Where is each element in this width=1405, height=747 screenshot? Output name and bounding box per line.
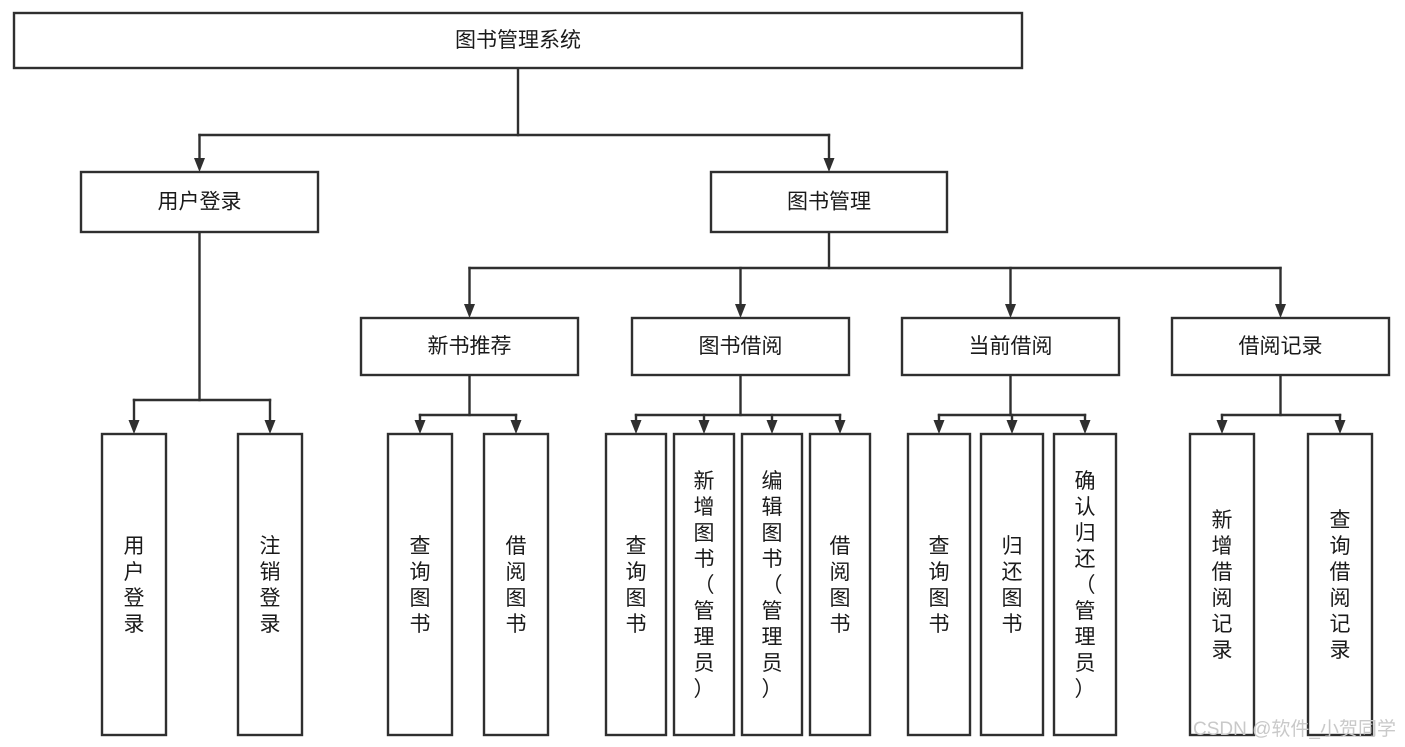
node-book-management-box[interactable] [709,170,949,234]
node-leaf-borrow-book[interactable]: 借阅图书 [808,432,872,737]
node-leaf-query-book-current[interactable]: 查询图书 [906,432,972,737]
arrow-head-icon [264,420,276,434]
node-leaf-confirm-return-label: 确认归还（管理员） [1075,470,1096,701]
node-leaf-return-book[interactable]: 归还图书 [979,432,1045,737]
arrow-head-icon [1334,420,1346,434]
node-leaf-query-book-borrow-label: 查询图书 [626,535,647,636]
node-book-management[interactable]: 图书管理 [709,170,949,234]
node-leaf-edit-book-label: 编辑图书（管理员） [762,470,783,701]
arrow-head-icon [1005,304,1016,318]
node-new-book-recommend[interactable]: 新书推荐 [359,316,580,377]
arrow-head-icon [933,420,945,434]
arrow-head-icon [1275,304,1286,318]
node-leaf-add-book[interactable]: 新增图书（管理员） [672,432,736,737]
node-current-borrow-box[interactable] [900,316,1121,377]
node-leaf-query-book-recommend-box[interactable] [386,432,454,737]
node-leaf-query-book-recommend[interactable]: 查询图书 [386,432,454,737]
csdn-watermark: CSDN @软件_小贺同学 [1193,718,1396,740]
node-root-box[interactable] [12,11,1024,70]
arrow-head-icon [630,420,642,434]
node-new-book-recommend-box[interactable] [359,316,580,377]
node-leaf-edit-book-box[interactable] [740,432,804,737]
node-leaf-borrow-book-recommend-box[interactable] [482,432,550,737]
node-leaf-query-book-current-label: 查询图书 [929,535,950,636]
arrow-head-icon [834,420,846,434]
node-leaf-query-borrow-record[interactable]: 查询借阅记录 [1306,432,1374,737]
node-user-login[interactable]: 用户登录 [79,170,320,234]
node-user-login-box[interactable] [79,170,320,234]
node-leaf-logout-box[interactable] [236,432,304,737]
node-leaf-add-borrow-record-box[interactable] [1188,432,1256,737]
node-new-book-recommend-label: 新书推荐 [428,335,512,358]
node-leaf-borrow-book-recommend[interactable]: 借阅图书 [482,432,550,737]
node-leaf-query-book-borrow-box[interactable] [604,432,668,737]
arrow-head-icon [766,420,778,434]
arrow-head-icon [1079,420,1091,434]
node-leaf-query-book-current-box[interactable] [906,432,972,737]
node-leaf-user-login[interactable]: 用户登录 [100,432,168,737]
node-book-borrow[interactable]: 图书借阅 [630,316,851,377]
arrow-head-icon [823,158,835,172]
node-leaf-user-login-box[interactable] [100,432,168,737]
node-current-borrow[interactable]: 当前借阅 [900,316,1121,377]
node-borrow-records-box[interactable] [1170,316,1391,377]
node-leaf-borrow-book-recommend-label: 借阅图书 [506,535,527,636]
node-root-label: 图书管理系统 [455,29,581,52]
arrow-head-icon [1216,420,1228,434]
arrow-head-icon [735,304,746,318]
node-leaf-confirm-return-box[interactable] [1052,432,1118,737]
arrow-head-icon [464,304,475,318]
node-layer: 图书管理系统用户登录图书管理新书推荐图书借阅当前借阅借阅记录用户登录注销登录查询… [12,11,1391,737]
node-leaf-query-book-borrow[interactable]: 查询图书 [604,432,668,737]
node-leaf-logout-label: 注销登录 [260,535,281,636]
node-book-borrow-box[interactable] [630,316,851,377]
node-current-borrow-label: 当前借阅 [969,335,1053,358]
node-leaf-query-borrow-record-label: 查询借阅记录 [1330,509,1351,662]
arrow-head-icon [128,420,140,434]
node-leaf-borrow-book-label: 借阅图书 [830,535,851,636]
node-leaf-logout[interactable]: 注销登录 [236,432,304,737]
node-leaf-user-login-label: 用户登录 [124,535,145,636]
node-leaf-query-borrow-record-box[interactable] [1306,432,1374,737]
node-borrow-records[interactable]: 借阅记录 [1170,316,1391,377]
node-book-management-label: 图书管理 [787,191,871,214]
node-leaf-return-book-label: 归还图书 [1002,535,1023,636]
node-leaf-add-book-box[interactable] [672,432,736,737]
node-user-login-label: 用户登录 [158,191,242,214]
node-root[interactable]: 图书管理系统 [12,11,1024,70]
connector-layer [128,66,1346,434]
arrow-head-icon [414,420,426,434]
arrow-head-icon [698,420,710,434]
node-leaf-confirm-return[interactable]: 确认归还（管理员） [1052,432,1118,737]
arrow-head-icon [194,158,205,172]
node-leaf-query-book-recommend-label: 查询图书 [410,535,431,636]
arrow-head-icon [1006,420,1018,434]
node-leaf-add-borrow-record-label: 新增借阅记录 [1212,509,1233,662]
node-leaf-edit-book[interactable]: 编辑图书（管理员） [740,432,804,737]
node-book-borrow-label: 图书借阅 [699,335,783,358]
node-leaf-return-book-box[interactable] [979,432,1045,737]
node-borrow-records-label: 借阅记录 [1239,335,1323,358]
node-leaf-borrow-book-box[interactable] [808,432,872,737]
node-leaf-add-book-label: 新增图书（管理员） [694,470,715,701]
arrow-head-icon [510,420,522,434]
node-leaf-add-borrow-record[interactable]: 新增借阅记录 [1188,432,1256,737]
